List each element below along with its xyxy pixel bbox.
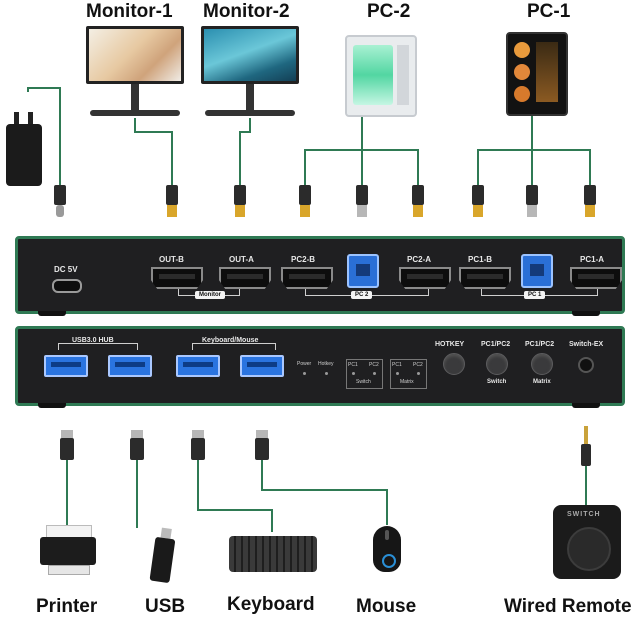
hdmi-pc1-b-port[interactable] [459,267,511,289]
dc-5v-label: DC 5V [54,265,78,274]
pc-2-icon [345,35,417,117]
printer-icon [40,525,96,575]
printer-label: Printer [36,596,98,617]
matrix-pc1-label: PC1 [392,362,402,368]
matrix-group-label: Matrix [400,379,414,385]
hdmi-pc2-b-port[interactable] [281,267,333,289]
switch-pc2-led [373,372,376,375]
matrix-led-group: PC1 PC2 Matrix [390,359,427,389]
power-led [303,372,306,375]
usb-hub-port-2[interactable] [108,355,152,377]
switch-ex-jack[interactable] [578,357,594,373]
switch-pc1-led [352,372,355,375]
port-label-out-a: OUT-A [229,255,254,264]
mouse-icon [373,526,401,572]
switch-led-group: PC1 PC2 Switch [346,359,383,389]
front-panel-foot-left [38,403,66,408]
port-label-out-b: OUT-B [159,255,184,264]
keyboard-mouse-label: Keyboard/Mouse [202,337,259,344]
hotkey-led [325,372,328,375]
monitor-2-icon [201,26,299,120]
hdmi-pc2-a-port[interactable] [399,267,451,289]
hdmi-out-a-port[interactable] [219,267,271,289]
bottom-plugs [60,426,591,466]
mouse-label: Mouse [356,596,417,617]
keyboard-icon [229,536,317,572]
pc-1-icon [506,32,568,116]
matrix-button-bottom-label: Matrix [533,379,551,385]
wired-remote-icon: SWITCH [553,505,621,579]
keyboard-mouse-port-1[interactable] [176,355,220,377]
pc2-group-label: PC 2 [351,291,373,299]
pc-2-title: PC-2 [367,1,411,22]
usb-hub-label: USB3.0 HUB [72,337,114,344]
matrix-pc1-led [396,372,399,375]
hotkey-button[interactable] [443,353,465,375]
top-plugs [54,185,596,217]
hotkey-indicator-label: Hotkey [318,361,334,367]
matrix-button-top-label: PC1/PC2 [525,341,555,348]
hotkey-button-label: HOTKEY [435,341,465,348]
switch-pc1-label: PC1 [348,362,358,368]
remote-badge: SWITCH [567,511,601,518]
pc1-group-label: PC 1 [524,291,546,299]
switch-button-top-label: PC1/PC2 [481,341,511,348]
hdmi-pc1-a-port[interactable] [570,267,622,289]
monitor-2-title: Monitor-2 [203,1,290,22]
matrix-pc2-label: PC2 [413,362,423,368]
pc-1-title: PC-1 [527,1,571,22]
switch-ex-label: Switch-EX [569,341,604,348]
usb-hub-port-1[interactable] [44,355,88,377]
power-indicator-label: Power [297,361,312,367]
usb-label: USB [145,596,186,617]
port-label-pc1-b: PC1-B [468,255,493,264]
switch-group-label: Switch [356,379,371,385]
rear-panel: DC 5V OUT-B OUT-A Monitor PC2-B PC2-A PC… [15,236,625,314]
matrix-pc2-led [417,372,420,375]
wired-remote-label: Wired Remote [504,596,632,617]
front-panel: USB3.0 HUB Keyboard/Mouse Power Hotkey P… [15,326,625,406]
port-label-pc1-a: PC1-A [580,255,605,264]
monitor-1-title: Monitor-1 [86,1,173,22]
monitor-1-icon [86,26,184,120]
usb-b-pc1-port[interactable] [521,254,553,288]
front-panel-foot-right [572,403,600,408]
usb-hub-bracket [58,343,138,350]
monitor-group-label: Monitor [195,291,225,299]
switch-button-bottom-label: Switch [487,379,507,385]
port-label-pc2-b: PC2-B [291,255,316,264]
keyboard-mouse-port-2[interactable] [240,355,284,377]
keyboard-label: Keyboard [227,594,315,615]
usb-c-power-port[interactable] [52,279,82,293]
port-label-pc2-a: PC2-A [407,255,432,264]
matrix-switch-button[interactable] [531,353,553,375]
usb-b-pc2-port[interactable] [347,254,379,288]
hdmi-out-b-port[interactable] [151,267,203,289]
keyboard-mouse-bracket [192,343,276,350]
rear-panel-foot-right [572,311,600,316]
switch-pc2-label: PC2 [369,362,379,368]
pc-switch-button[interactable] [486,353,508,375]
power-adapter-icon [6,112,42,188]
rear-panel-foot-left [38,311,66,316]
